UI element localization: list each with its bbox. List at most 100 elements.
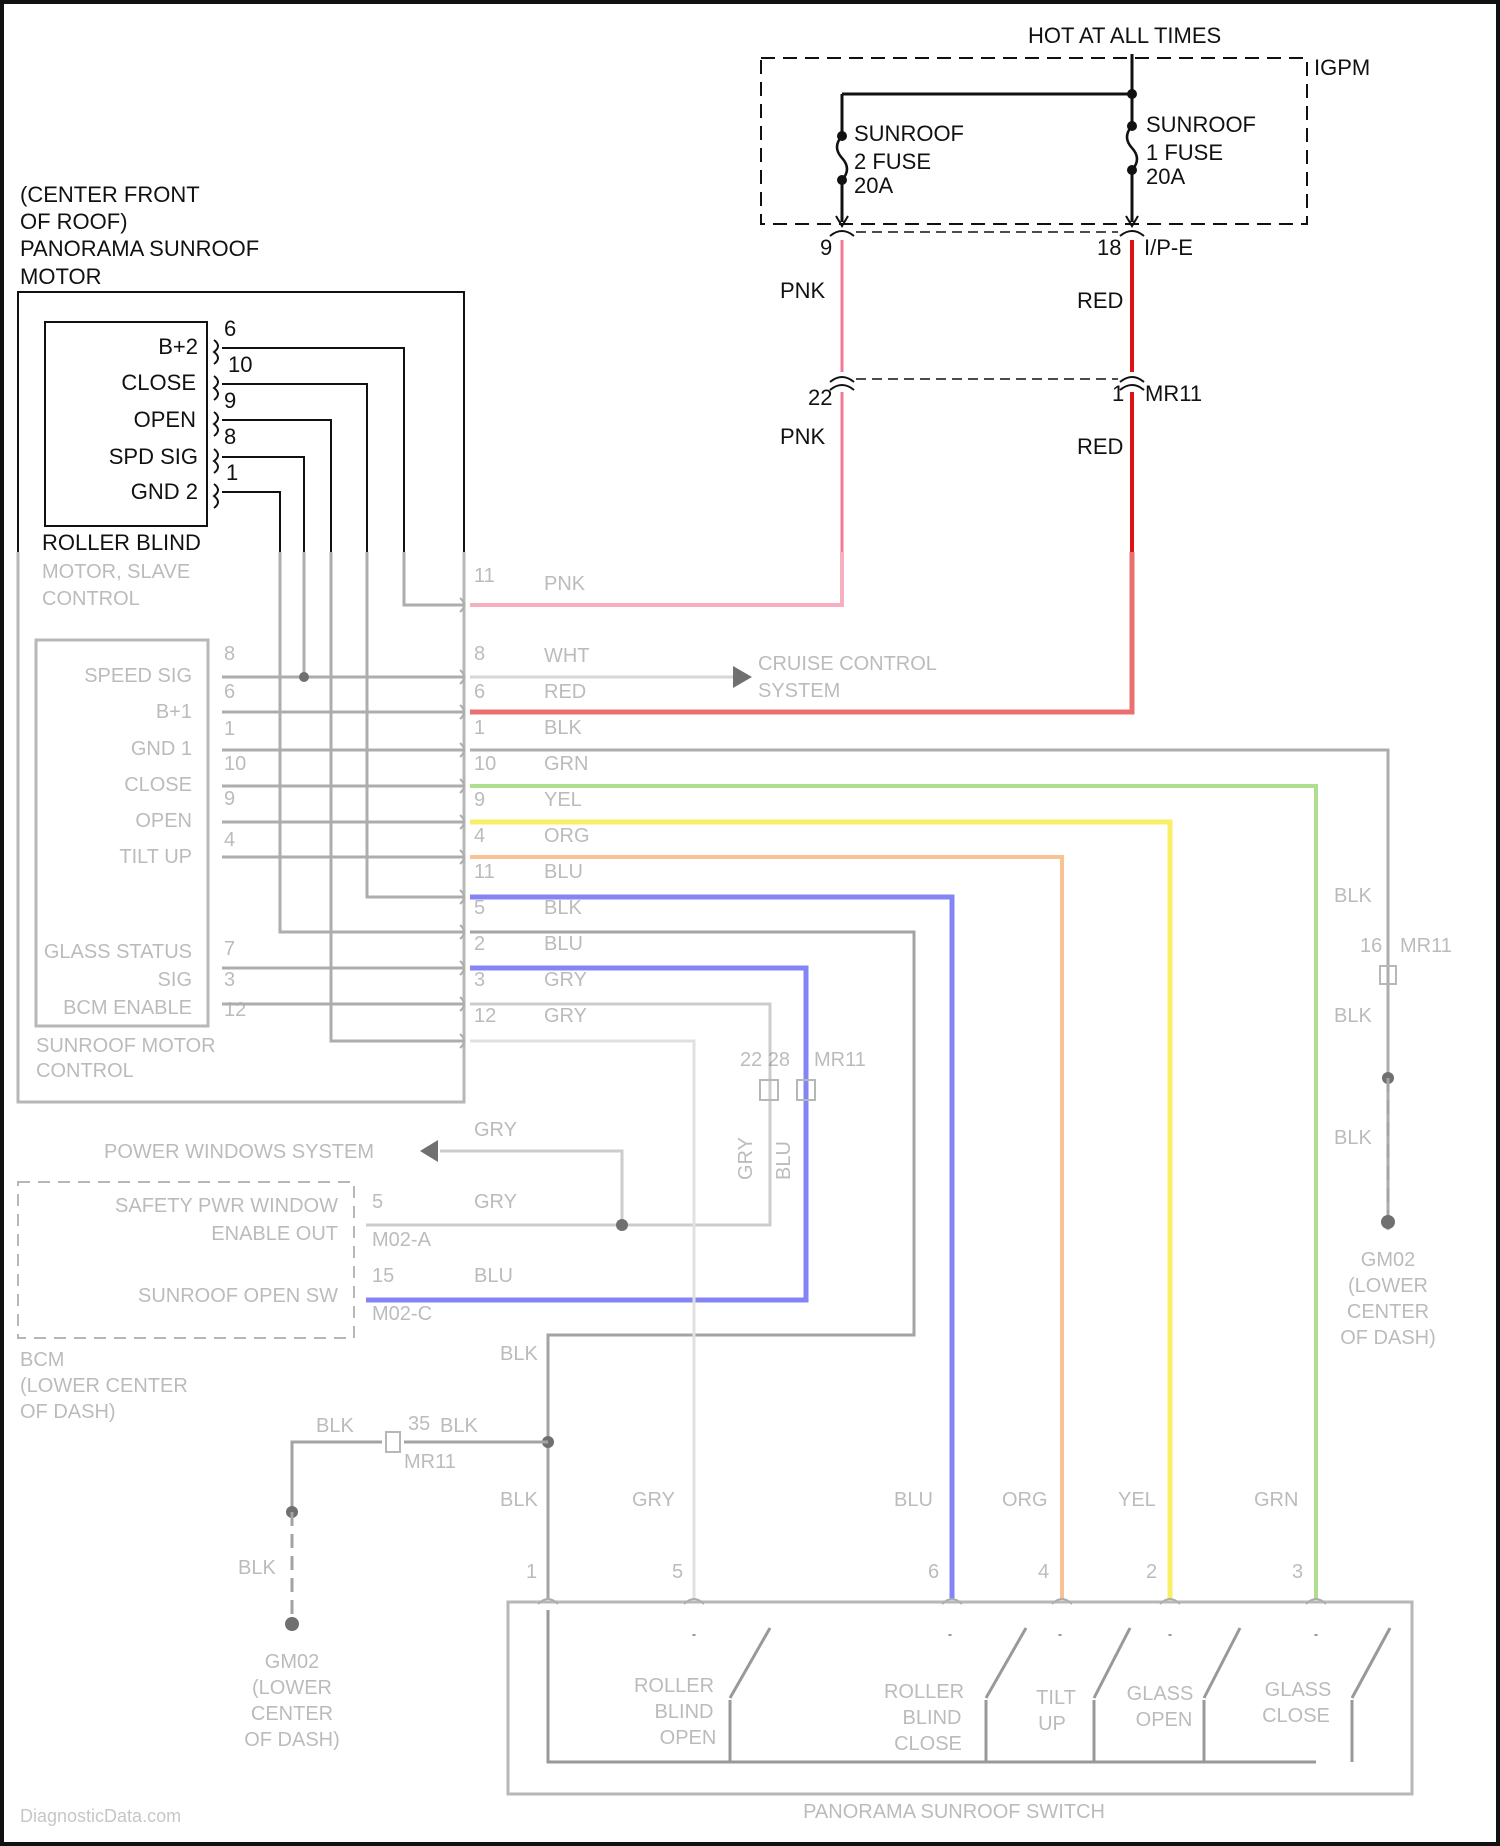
ctl-pin-4: OPEN — [135, 810, 192, 832]
pnk-wire-hub — [470, 552, 842, 605]
sw-pin-0: 1 — [526, 1561, 537, 1583]
pin-label-close: CLOSE — [121, 370, 196, 395]
fuse1-dot-top — [1127, 121, 1137, 131]
right-mr11: MR11 — [1400, 935, 1452, 957]
switch-title: PANORAMA SUNROOF SWITCH — [803, 1801, 1105, 1823]
sw-pin-2: 6 — [928, 1561, 939, 1583]
fuse2-line2: 2 FUSE — [854, 149, 931, 174]
hub-col-10: GRY — [544, 969, 587, 991]
slave-label-2: CONTROL — [42, 588, 140, 610]
ctl-pin-5: TILT UP — [119, 846, 192, 868]
red-label-1: RED — [1077, 288, 1123, 313]
hub-col-7: BLU — [544, 861, 583, 883]
left-pin-35: 35 — [408, 1413, 430, 1435]
bcm-2: (LOWER CENTER — [20, 1375, 188, 1397]
hub-num-0: 11 — [474, 565, 495, 587]
pin-label-open: OPEN — [134, 407, 196, 432]
fuse2-line3: 20A — [854, 173, 893, 198]
sw-pin-3: 4 — [1038, 1561, 1049, 1583]
fuse2-element — [837, 136, 847, 180]
blu-label-bcm: BLU — [474, 1265, 513, 1287]
switch-1-l2: BLIND — [903, 1707, 962, 1729]
ctl-pin-8: BCM ENABLE — [63, 997, 192, 1019]
sw-wire-2: BLU — [894, 1489, 933, 1511]
left-blk-1: BLK — [316, 1415, 354, 1437]
watermark: DiagnosticData.com — [20, 1806, 181, 1826]
fuse1-dot-bottom — [1127, 165, 1137, 175]
gm02-left-0: GM02 — [265, 1651, 319, 1673]
pin-label-b2: B+2 — [158, 334, 198, 359]
mr11-label: MR11 — [1145, 381, 1202, 406]
left-mr11-conn — [386, 1432, 400, 1452]
switch-3-l2: OPEN — [1136, 1709, 1193, 1731]
ctl-pin-7: SIG — [158, 969, 192, 991]
hub-col-5: YEL — [544, 789, 582, 811]
gm02-left-2: CENTER — [251, 1703, 333, 1725]
motor-title-1: (CENTER FRONT — [20, 182, 200, 207]
ipe-connector-right — [1120, 231, 1144, 236]
switch-4-l1: GLASS — [1265, 1679, 1332, 1701]
left-mr11: MR11 — [404, 1451, 456, 1473]
spd-sig-junction — [299, 672, 309, 682]
ctl-pin-3: CLOSE — [124, 774, 192, 796]
hub-col-4: GRN — [544, 753, 588, 775]
blk-label-mid: BLK — [500, 1343, 538, 1365]
switch-0-l2: BLIND — [655, 1701, 714, 1723]
right-gnd-dot — [1381, 1215, 1395, 1229]
hub-num-5: 9 — [474, 789, 485, 811]
ctl-pin-2: GND 1 — [131, 738, 192, 760]
pin-num-8: 8 — [224, 424, 236, 449]
mr11-connector-left-lower — [830, 385, 854, 390]
sw-wire-1: GRY — [632, 1489, 675, 1511]
switch-2-l2: UP — [1038, 1713, 1066, 1735]
hub-col-1: WHT — [544, 645, 590, 667]
safety-1: SAFETY PWR WINDOW — [115, 1195, 338, 1217]
hub-col-2: RED — [544, 681, 586, 703]
hub-num-2: 6 — [474, 681, 485, 703]
hub-num-8: 5 — [474, 897, 485, 919]
switch-0-l1: ROLLER — [634, 1675, 714, 1697]
switch-2-l1: TILT — [1036, 1687, 1076, 1709]
pw-junction — [616, 1219, 628, 1231]
pin-1: 1 — [1112, 381, 1124, 406]
sw-wire-3: ORG — [1002, 1489, 1048, 1511]
gry-label-pw: GRY — [474, 1119, 517, 1141]
right-blk-3: BLK — [1334, 1127, 1372, 1149]
fuse1-line2: 1 FUSE — [1146, 140, 1223, 165]
bcm-1: BCM — [20, 1349, 64, 1371]
fuse2-line1: SUNROOF — [854, 121, 964, 146]
hub-num-9: 2 — [474, 933, 485, 955]
gm02-right-0: GM02 — [1361, 1249, 1415, 1271]
pins-22-28: 22 28 — [740, 1049, 790, 1071]
fuse1-line1: SUNROOF — [1146, 112, 1256, 137]
ctl-num-5: 4 — [224, 829, 235, 851]
mr11-connector-left — [830, 377, 854, 382]
switch-1-l3: CLOSE — [894, 1733, 962, 1755]
sw-pin-5: 3 — [1292, 1561, 1303, 1583]
hub-col-6: ORG — [544, 825, 590, 847]
hub-num-4: 10 — [474, 753, 496, 775]
slave-label-1: MOTOR, SLAVE — [42, 561, 190, 583]
hub-num-3: 1 — [474, 717, 485, 739]
cruise-label-2: SYSTEM — [758, 680, 840, 702]
bcm-3: OF DASH) — [20, 1401, 116, 1423]
pnk-label-1: PNK — [780, 278, 826, 303]
pin-num-6: 6 — [224, 316, 236, 341]
pin-label-gnd2: GND 2 — [131, 479, 198, 504]
hub-col-8: BLK — [544, 897, 582, 919]
hot-at-all-times: HOT AT ALL TIMES — [1028, 23, 1221, 48]
cruise-label-1: CRUISE CONTROL — [758, 653, 937, 675]
cruise-arrow — [733, 666, 752, 688]
ctl-num-6: 7 — [224, 938, 235, 960]
sw-pin-1: 5 — [672, 1561, 683, 1583]
sw-wire-0: BLK — [500, 1489, 538, 1511]
switch-3-l1: GLASS — [1127, 1683, 1194, 1705]
grn-wire — [470, 786, 1316, 1600]
ctl-num-8: 12 — [224, 999, 246, 1021]
blu-wire — [470, 897, 952, 1600]
gm02-right-2: CENTER — [1347, 1301, 1429, 1323]
ctl-pin-1: B+1 — [156, 701, 192, 723]
fuse2-dot-bottom — [837, 175, 847, 185]
ctl-title-2: CONTROL — [36, 1060, 134, 1082]
right-pin-16: 16 — [1360, 935, 1382, 957]
